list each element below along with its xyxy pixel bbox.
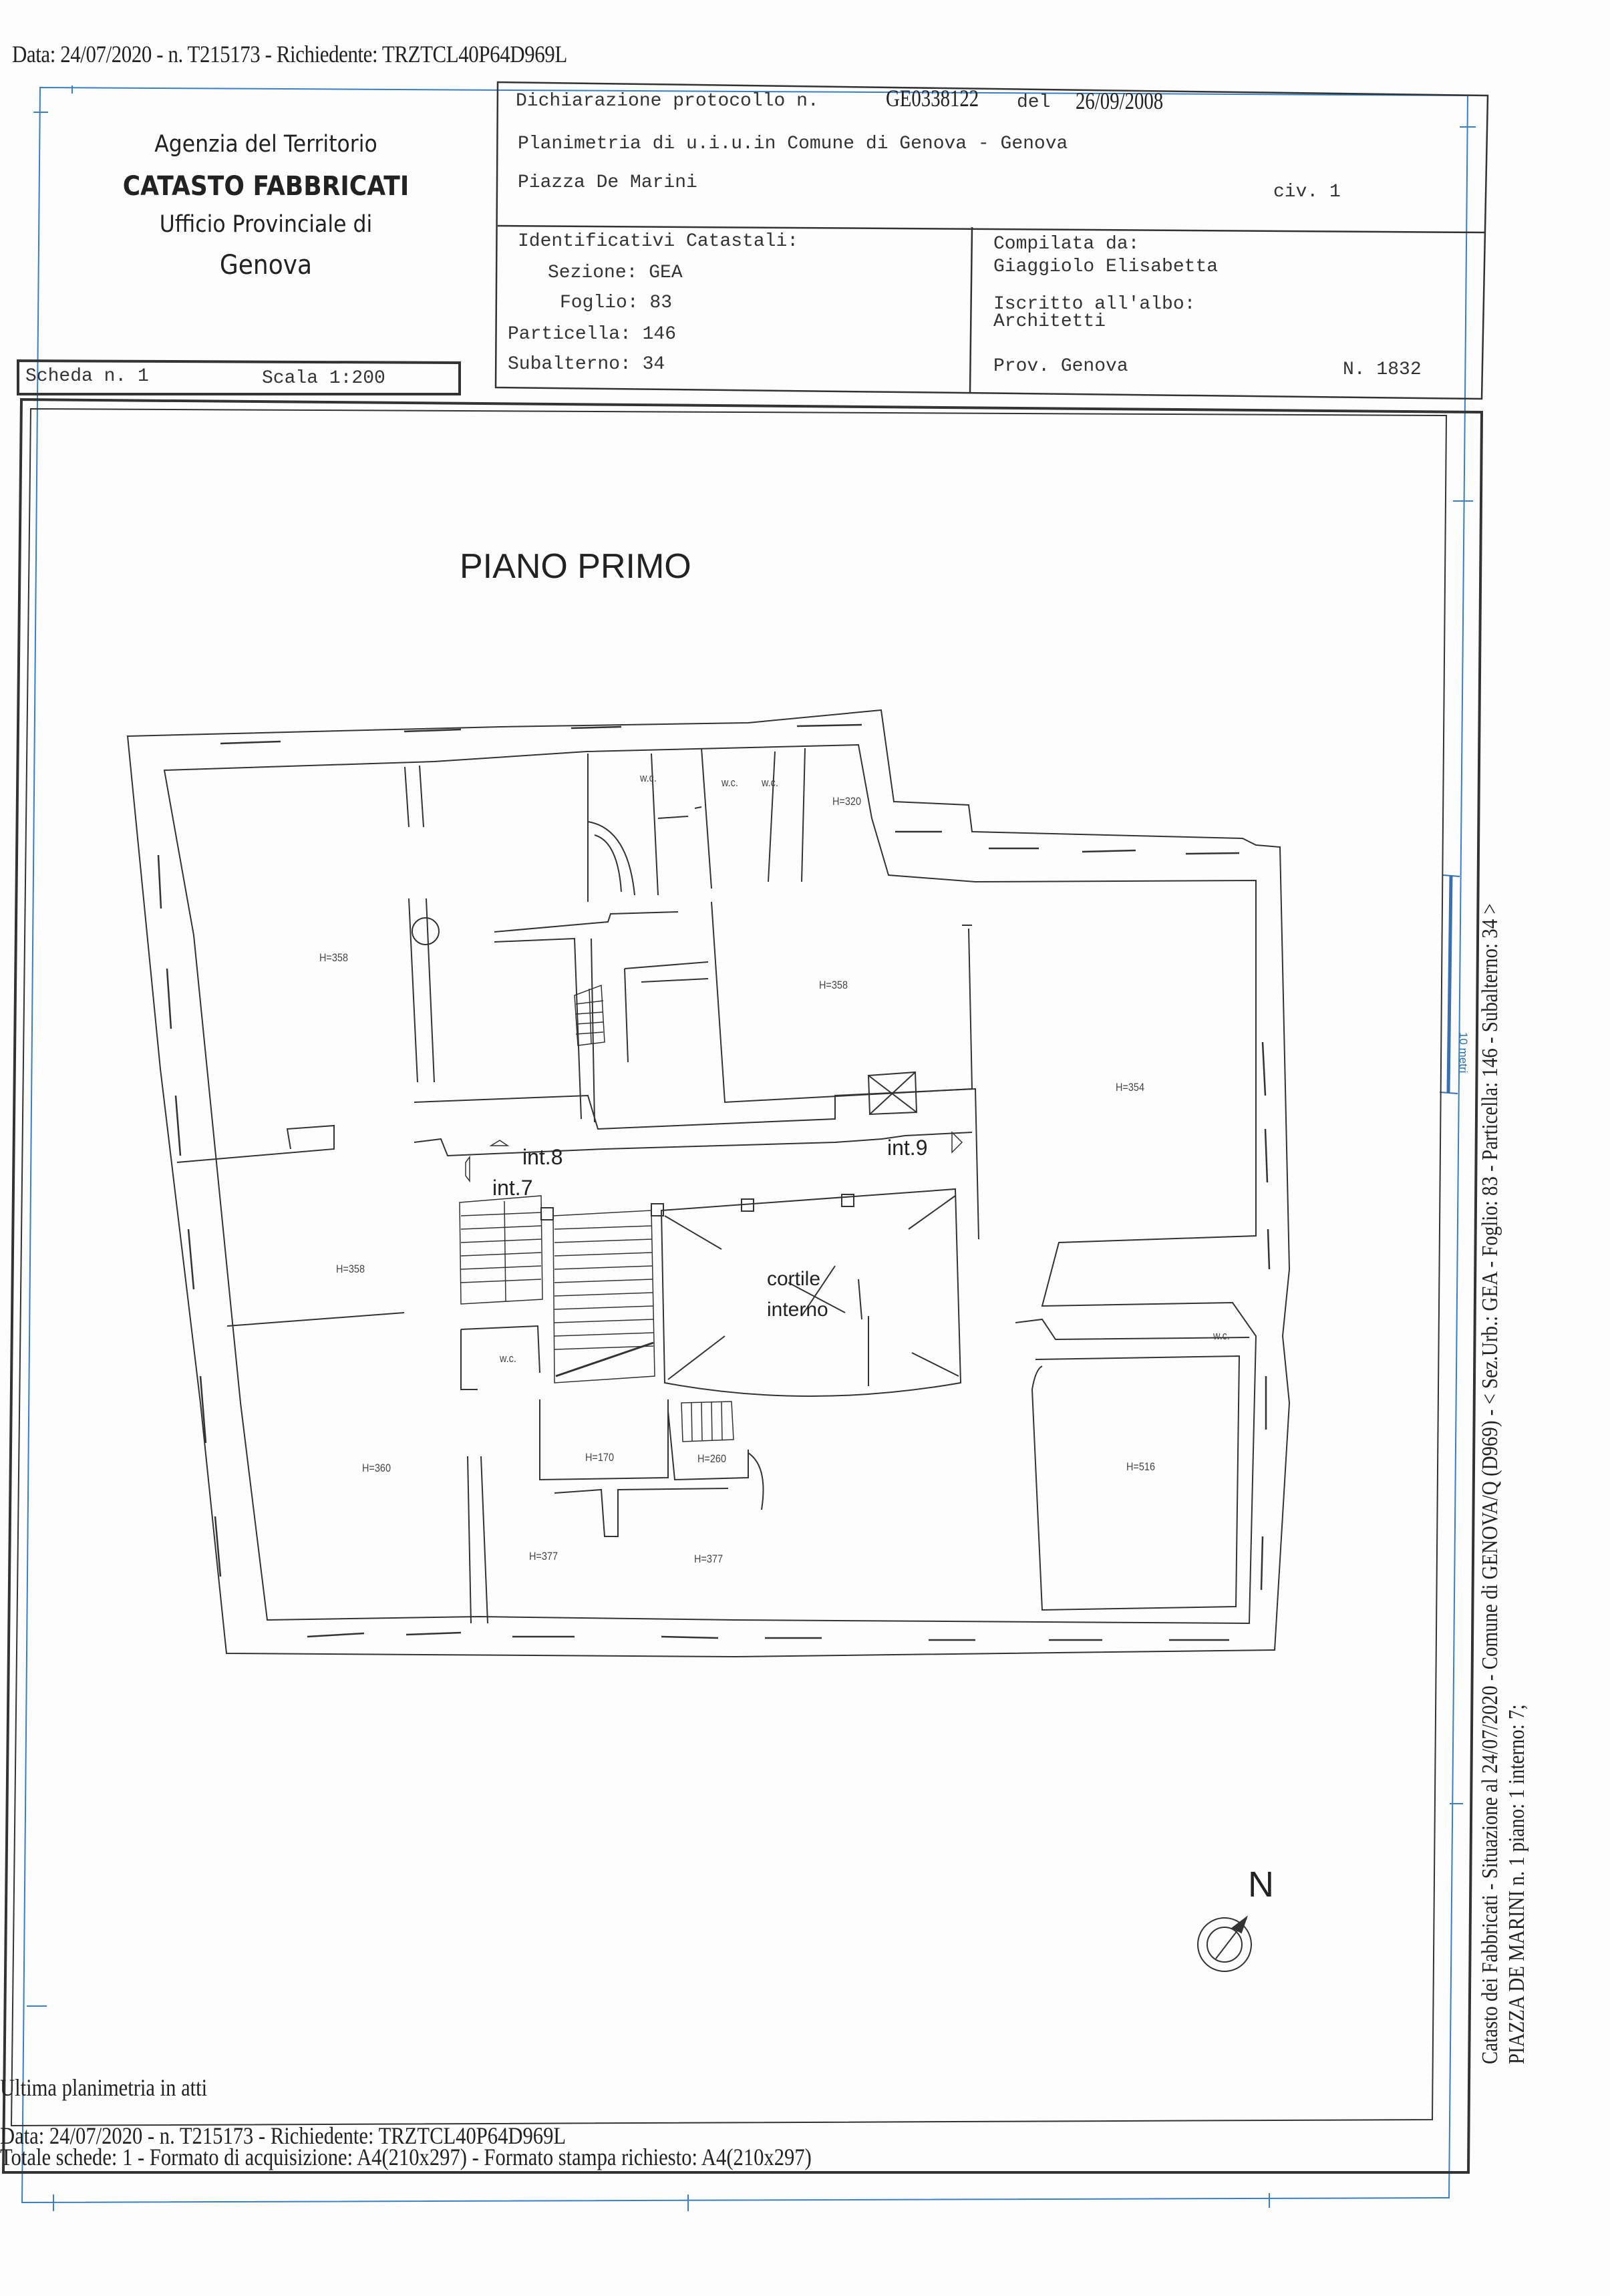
interno-9-label: int.9 xyxy=(887,1136,928,1160)
albo: Architetti xyxy=(993,311,1106,332)
provincia: Prov. Genova xyxy=(993,356,1128,377)
room-height-label: H=260 xyxy=(697,1452,726,1465)
foglio: Foglio: 83 xyxy=(560,293,673,313)
catasto-title: CATASTO FABBRICATI xyxy=(122,171,410,202)
office-label: Ufficio Provinciale di xyxy=(159,211,373,238)
side-info-line-1: Catasto dei Fabbricati - Situazione al 2… xyxy=(1478,903,1502,2064)
room-height-label: H=170 xyxy=(585,1451,614,1464)
protocol-number: GE0338122 xyxy=(886,85,979,112)
wc-label: w.c. xyxy=(762,776,778,789)
footer-totale-line: Totale schede: 1 - Formato di acquisizio… xyxy=(0,2144,812,2170)
wc-label: w.c. xyxy=(640,772,657,784)
scale-bar xyxy=(1439,874,1460,1094)
room-height-label: H=320 xyxy=(832,795,861,808)
guide-frame xyxy=(21,86,1476,2211)
scale-bar-label: 10 metri xyxy=(1457,1032,1470,1074)
footer-data-line: Data: 24/07/2020 - n. T215173 - Richiede… xyxy=(0,2122,567,2149)
office-city: Genova xyxy=(219,250,313,281)
agency-name: Agenzia del Territorio xyxy=(154,131,377,158)
subalterno: Subalterno: 34 xyxy=(508,354,665,375)
albo-title: Iscritto all'albo: xyxy=(993,294,1196,315)
interno-8-label: int.8 xyxy=(522,1145,563,1169)
room-height-label: H=377 xyxy=(529,1550,558,1563)
room-height-label: H=377 xyxy=(694,1552,723,1565)
north-label: N xyxy=(1248,1864,1274,1905)
wc-label: w.c. xyxy=(721,776,738,789)
ultima-planimetria: Ultima planimetria in atti xyxy=(0,2074,208,2101)
room-height-label: H=358 xyxy=(819,979,848,991)
room-height-label: H=354 xyxy=(1116,1081,1144,1094)
plan-title: PIANO PRIMO xyxy=(460,547,691,586)
scale-label: Scala 1:200 xyxy=(262,368,385,389)
identificativi-title: Identificativi Catastali: xyxy=(518,231,799,252)
civico: civ. 1 xyxy=(1273,182,1341,202)
scheda-label: Scheda n. 1 xyxy=(25,366,149,387)
dichiarazione-label: Dichiarazione protocollo n. xyxy=(516,91,819,112)
side-info-line-2: PIAZZA DE MARINI n. 1 piano: 1 interno: … xyxy=(1504,1704,1529,2064)
declaration-date: 26/09/2008 xyxy=(1076,88,1164,114)
floor-plan xyxy=(126,709,1291,1658)
cortile-label: cortile xyxy=(767,1268,821,1290)
planimetria-desc: Planimetria di u.i.u.in Comune di Genova… xyxy=(518,134,1068,154)
particella: Particella: 146 xyxy=(508,324,677,345)
compilata-name: Giaggiolo Elisabetta xyxy=(993,257,1219,277)
sezione: Sezione: GEA xyxy=(548,263,683,283)
north-arrow-icon xyxy=(1197,1915,1252,1972)
wc-label: w.c. xyxy=(500,1352,516,1365)
header-box xyxy=(17,81,1489,400)
interno-7-label: int.7 xyxy=(492,1176,533,1200)
interno-courtyard-label: interno xyxy=(767,1299,828,1321)
albo-number: N. 1832 xyxy=(1343,359,1422,380)
room-height-label: H=516 xyxy=(1126,1460,1155,1473)
compilata-title: Compilata da: xyxy=(993,234,1140,255)
plan-frame xyxy=(1,397,1484,2174)
request-info-top: Data: 24/07/2020 - n. T215173 - Richiede… xyxy=(12,41,567,67)
del-label: del xyxy=(1017,92,1051,113)
wc-label: w.c. xyxy=(1213,1329,1230,1342)
room-height-label: H=360 xyxy=(362,1462,391,1474)
address: Piazza De Marini xyxy=(518,172,697,193)
room-height-label: H=358 xyxy=(319,951,348,964)
room-height-label: H=358 xyxy=(336,1263,365,1275)
